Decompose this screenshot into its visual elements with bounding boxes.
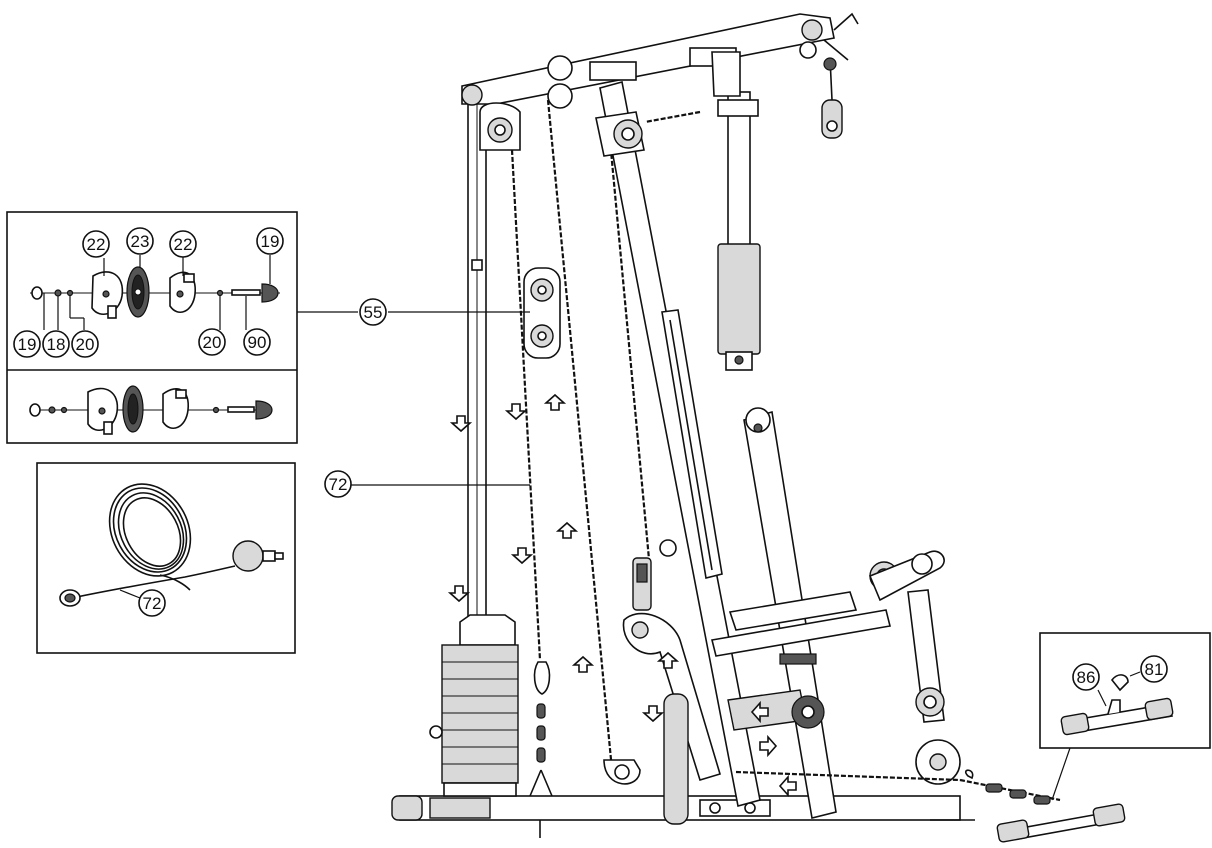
arrow-up-icon [555,521,579,539]
svg-text:18: 18 [47,335,66,354]
callout-20-left: 20 [71,330,99,358]
svg-text:55: 55 [364,303,383,322]
press-arm-handle [603,557,721,785]
weight-stack-top [459,614,516,646]
cap-19-right [261,283,279,303]
direction-arrows [447,393,797,798]
callout-23: 23 [126,227,154,255]
arrow-down-icon [447,585,471,603]
svg-text:20: 20 [76,335,95,354]
press-arm-cylinder [711,51,761,371]
floating-pulley-55 [523,267,561,359]
inset-frame-handle [1039,632,1211,749]
upper-pulley-bracket [479,102,521,151]
svg-text:22: 22 [87,235,106,254]
callout-19-right: 19 [256,227,284,255]
leg-extension [735,550,1061,805]
svg-text:72: 72 [143,594,162,613]
high-pulley-hook [821,57,843,139]
clip-81 [1110,674,1129,692]
main-upright [595,81,761,807]
arrow-left-icon [778,774,797,798]
callout-72-main: 72 [324,470,352,498]
cable-72-left [510,149,542,661]
inset-frame-pulley [6,211,298,444]
cable-strand [71,565,236,599]
cable-ball-end [232,540,284,572]
pulley-exploded-inset: 22 23 22 19 19 18 20 20 [6,211,298,444]
bolt-90 [231,289,261,296]
callout-20-right: 20 [198,328,226,356]
svg-text:90: 90 [248,333,267,352]
callout-90: 90 [243,328,271,356]
arrow-up-icon [571,655,595,673]
svg-text:81: 81 [1145,660,1164,679]
callout-22-left: 22 [82,230,110,258]
handle-inset: 86 81 [1039,632,1211,749]
callout-72-inset: 72 [138,589,166,617]
base-end-cap [391,795,423,821]
weight-plates [441,644,519,784]
back-pad [661,309,723,579]
weight-stack [429,94,519,797]
svg-text:19: 19 [261,232,280,251]
cable-inset: 72 [36,462,296,654]
nut-18 [54,289,62,297]
arrow-up-icon [656,651,680,669]
callout-86: 86 [1072,663,1100,691]
arrow-up-icon [543,393,567,411]
home-gym-machine: 55 72 [297,12,1061,838]
svg-text:23: 23 [131,232,150,251]
svg-text:22: 22 [174,235,193,254]
arrow-left-icon [750,700,769,724]
svg-text:86: 86 [1077,668,1096,687]
assembled-parts-row [29,385,273,435]
callout-55: 55 [359,298,387,326]
spacer-20-right [216,289,224,297]
arrow-down-icon [504,403,528,421]
arrow-down-icon [449,415,473,433]
inset-frame-cable [36,462,296,654]
callout-18: 18 [42,330,70,358]
handle-bar-loose [996,803,1126,843]
handle-bar-86 [1060,697,1174,736]
washer-19-left [31,286,43,300]
callout-22-right: 22 [169,230,197,258]
callout-81: 81 [1140,655,1168,683]
chain-hook [529,661,553,797]
spacer-20-left [66,289,74,297]
arrow-down-icon [641,705,665,723]
callout-19-left: 19 [13,330,41,358]
svg-text:19: 19 [18,335,37,354]
svg-text:20: 20 [203,333,222,352]
svg-text:72: 72 [329,475,348,494]
exploded-parts-row [30,266,280,319]
cable-eye-end [59,589,81,607]
top-beam [461,12,859,109]
cable-coil [108,483,192,577]
arrow-right-icon [759,734,778,758]
arrow-down-icon [510,547,534,565]
